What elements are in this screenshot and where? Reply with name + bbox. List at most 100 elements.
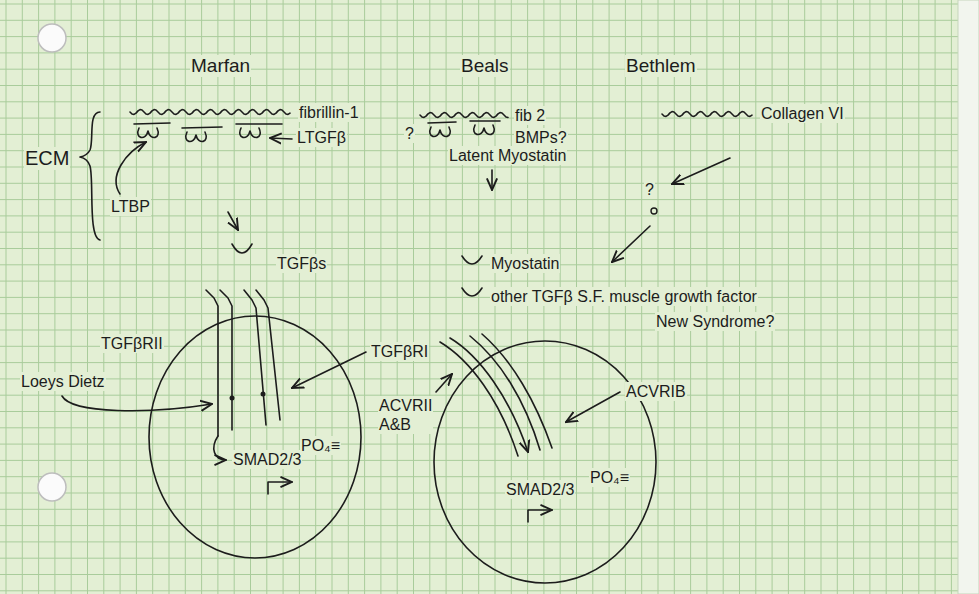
pointer-arrow	[116, 142, 146, 194]
grid-line	[0, 444, 958, 445]
grid-line	[0, 525, 958, 526]
receptor-label: TGFβRI	[370, 342, 429, 361]
phospho-dot	[230, 396, 235, 401]
release-arrow	[491, 170, 493, 190]
ecm-brace	[80, 112, 100, 240]
receptor-label: ACVRII A&B	[378, 396, 433, 434]
promoter-arrow	[528, 510, 552, 522]
grid-line	[0, 574, 958, 575]
pointer-arrow	[672, 158, 730, 184]
receptor-strand	[470, 336, 540, 450]
latent-complex	[138, 128, 158, 137]
phosphate-label: PO₄≡	[589, 468, 630, 487]
receptor-strand	[244, 290, 266, 425]
grid-line	[0, 4, 958, 5]
grid-line	[0, 232, 958, 233]
grid-line	[0, 330, 958, 331]
pointer-arrow	[566, 392, 620, 422]
ligand-label: Myostatin	[490, 254, 560, 273]
grid-line	[0, 101, 958, 102]
grid-line	[0, 183, 958, 184]
fibrillin-fiber	[130, 110, 290, 115]
ltbp-bar	[182, 127, 222, 128]
grid-line	[0, 36, 958, 37]
grid-line	[0, 297, 958, 298]
receptor-strand	[256, 290, 280, 420]
question-mark: ?	[404, 124, 415, 143]
cell-outline: SMAD2/3PO₄≡	[148, 315, 362, 559]
receptor-label: TGFβRII	[100, 334, 164, 353]
receptor-strand	[482, 334, 552, 448]
grid-line	[0, 493, 958, 494]
pointer-arrow	[612, 226, 650, 262]
syndrome-label: Loeys Dietz	[20, 372, 106, 391]
receptor-label: ACVRIB	[625, 382, 687, 401]
region-label: ECM	[24, 147, 70, 170]
phosphate-label: PO₄≡	[300, 436, 341, 455]
protein-label: fibrillin-1	[298, 103, 360, 122]
fibrillin-fiber	[420, 113, 508, 118]
pointer-arrow	[270, 138, 292, 139]
latent-complex	[474, 125, 494, 134]
collagen-fiber	[662, 112, 752, 117]
punch-hole	[38, 24, 66, 52]
protein-label: SMAD2/3	[232, 450, 302, 469]
grid-line	[0, 281, 958, 282]
ligand-cup	[232, 244, 252, 253]
grid-line	[0, 20, 958, 21]
question-dot	[651, 208, 657, 214]
latent-complex	[240, 128, 260, 137]
cell-outline: SMAD2/3 PO₄≡	[433, 340, 657, 584]
cell-membrane	[434, 341, 656, 583]
ligand-label: TGFβs	[276, 254, 327, 273]
grid-line	[0, 248, 958, 249]
note-label: New Syndrome?	[655, 312, 775, 331]
release-arrow	[228, 212, 238, 230]
protein-label: Latent Myostatin	[448, 146, 567, 165]
protein-label: LTBP	[110, 197, 151, 216]
protein-label: Collagen VI	[760, 104, 845, 123]
cell-membrane	[149, 316, 361, 558]
phospho-dot	[261, 392, 266, 397]
pointer-arrow	[436, 374, 452, 392]
ltbp-bar	[236, 123, 282, 125]
protein-label: SMAD2/3	[505, 480, 575, 499]
punch-hole	[38, 473, 66, 501]
protein-label: LTGFβ	[296, 128, 347, 147]
cell-shape	[433, 340, 657, 584]
grid-line	[0, 541, 958, 542]
receptor-strand	[206, 290, 218, 436]
pointer-arrow	[292, 352, 366, 388]
paper-margin	[958, 0, 979, 594]
ligand-cup	[462, 288, 482, 296]
latent-complex	[430, 127, 450, 136]
grid-line	[0, 460, 958, 461]
question-mark: ?	[644, 180, 655, 199]
grid-line	[0, 167, 958, 168]
grid-line	[0, 427, 958, 428]
protein-label: BMPs?	[514, 128, 568, 147]
signal-arrow	[214, 436, 226, 460]
ink-drawing	[62, 110, 752, 522]
syndrome-heading: Beals	[460, 55, 510, 77]
grid-line	[0, 264, 958, 265]
ltbp-bar	[470, 120, 500, 122]
syndrome-heading: Marfan	[190, 55, 251, 77]
grid-line	[0, 85, 958, 86]
ligand-label: other TGFβ S.F. muscle growth factor	[490, 287, 758, 306]
ligand-cup	[462, 256, 482, 264]
ltbp-bar	[134, 123, 170, 124]
grid-line	[0, 509, 958, 510]
latent-complex	[186, 132, 206, 141]
grid-line	[0, 52, 958, 53]
grid-line	[0, 395, 958, 396]
syndrome-heading: Bethlem	[625, 55, 697, 77]
pointer-arrow	[62, 396, 212, 411]
receptor-strand	[220, 290, 232, 430]
protein-label: fib 2	[514, 106, 546, 125]
grid-line	[0, 313, 958, 314]
promoter-arrow	[268, 482, 292, 494]
ltbp-bar	[428, 122, 456, 123]
